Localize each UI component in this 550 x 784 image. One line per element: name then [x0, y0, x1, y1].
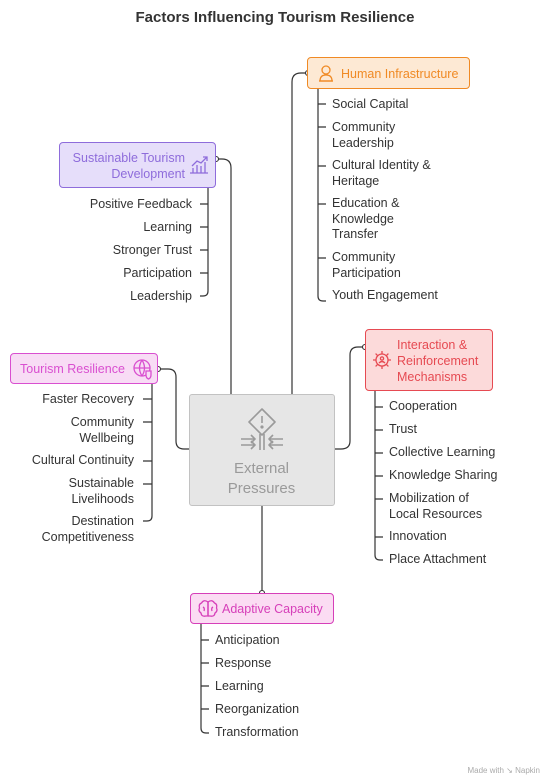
human-infrastructure-box: Human Infrastructure	[307, 57, 470, 89]
diagram-title: Factors Influencing Tourism Resilience	[135, 9, 415, 26]
tr-item-cultural-continuity: Cultural Continuity	[31, 453, 134, 467]
st-item-stronger-trust: Stronger Trust	[112, 243, 192, 257]
hi-item-label: Community Leadership	[332, 120, 396, 150]
human-infrastructure-label: Human Infrastructure	[341, 67, 459, 81]
tr-item-destination-competitiveness: Destination Competitiveness	[42, 514, 134, 545]
tr-item-label: Sustainable Livelihoods	[68, 476, 134, 506]
ac-item-anticipation: Anticipation	[215, 633, 280, 647]
ac-item-response: Response	[215, 656, 272, 670]
tr-item-label: Destination Competitiveness	[41, 514, 134, 544]
st-item-positive-feedback: Positive Feedback	[89, 197, 192, 211]
gear-people-icon	[371, 349, 393, 375]
tourism-resilience-label: Tourism Resilience	[20, 362, 125, 376]
hi-item-label: Education & Knowledge Transfer	[332, 196, 400, 241]
sustainable-tourism-label: Sustainable Tourism Development	[72, 151, 185, 181]
im-item-cooperation: Cooperation	[389, 399, 458, 413]
interaction-mechanisms-box: Interaction & Reinforcement Mechanisms	[365, 329, 493, 391]
st-item-learning: Learning	[143, 220, 192, 234]
im-item-knowledge-sharing: Knowledge Sharing	[389, 468, 498, 482]
tr-item-community-wellbeing: Community Wellbeing	[71, 415, 134, 446]
ac-item-reorganization: Reorganization	[215, 702, 300, 716]
tr-item-label: Community Wellbeing	[70, 415, 134, 445]
ac-item-learning: Learning	[215, 679, 264, 693]
external-pressures-label: External Pressures	[227, 460, 296, 497]
im-item-collective-learning: Collective Learning	[389, 445, 496, 459]
hi-item-social-capital: Social Capital	[332, 97, 409, 111]
st-item-leadership: Leadership	[130, 289, 192, 303]
im-item-mobilization: Mobilization of Local Resources	[389, 491, 482, 522]
im-item-label: Mobilization of Local Resources	[389, 491, 483, 521]
st-item-participation: Participation	[123, 266, 192, 280]
hi-item-community-leadership: Community Leadership	[332, 120, 395, 151]
interaction-mechanisms-label: Interaction & Reinforcement Mechanisms	[397, 338, 479, 384]
external-pressures-node: External Pressures	[189, 394, 335, 506]
hi-item-education: Education & Knowledge Transfer	[332, 196, 399, 243]
hi-item-label: Cultural Identity & Heritage	[332, 158, 431, 188]
tourism-resilience-box: Tourism Resilience	[10, 353, 158, 384]
growth-chart-icon	[188, 154, 210, 180]
adaptive-capacity-label: Adaptive Capacity	[222, 602, 323, 616]
hi-item-youth-engagement: Youth Engagement	[332, 288, 438, 302]
person-bust-icon	[316, 63, 336, 87]
tr-item-faster-recovery: Faster Recovery	[42, 392, 134, 406]
ac-item-transformation: Transformation	[215, 725, 299, 739]
made-with-napkin-footer: Made with ↘ Napkin	[467, 766, 540, 775]
warning-compress-icon	[239, 406, 285, 457]
im-item-place-attachment: Place Attachment	[389, 552, 487, 566]
tr-item-sustainable-livelihoods: Sustainable Livelihoods	[69, 476, 134, 507]
im-item-innovation: Innovation	[389, 529, 447, 543]
im-item-trust: Trust	[389, 422, 418, 436]
hi-item-label: Community Participation	[332, 250, 401, 280]
hi-item-cultural-identity: Cultural Identity & Heritage	[332, 158, 431, 189]
adaptive-capacity-box: Adaptive Capacity	[190, 593, 334, 624]
sustainable-tourism-box: Sustainable Tourism Development	[59, 142, 216, 188]
brain-icon	[197, 598, 219, 624]
hi-item-community-participation: Community Participation	[332, 250, 401, 281]
globe-shield-icon	[132, 358, 154, 384]
